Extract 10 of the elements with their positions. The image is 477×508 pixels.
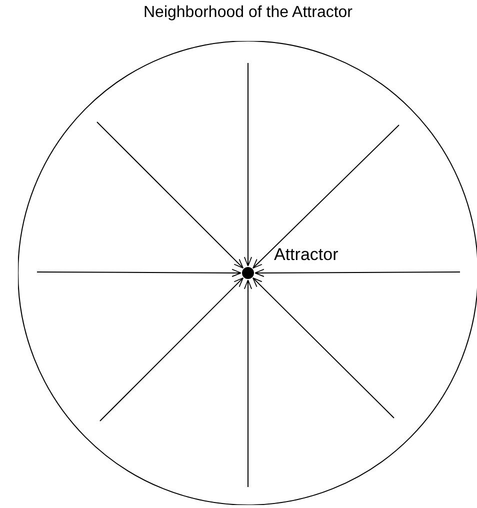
arrow — [100, 277, 244, 422]
arrow — [244, 62, 252, 266]
neighborhood-title: Neighborhood of the Attractor — [142, 4, 354, 22]
arrow — [96, 122, 244, 269]
arrow — [252, 277, 394, 418]
arrow — [254, 268, 460, 277]
attractor-label: Attractor — [274, 245, 338, 265]
arrow — [244, 280, 252, 488]
arrow — [252, 124, 400, 269]
arrow — [36, 268, 242, 277]
